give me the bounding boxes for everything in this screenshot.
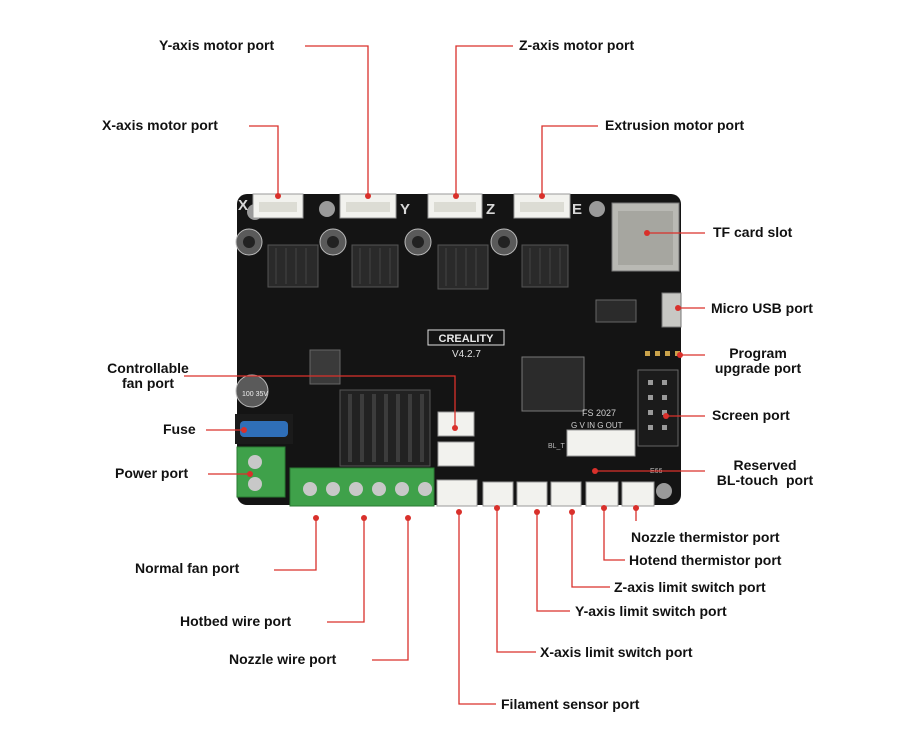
capacitor-mark: 100 35V <box>242 391 268 398</box>
label-z-axis-motor-port: Z-axis motor port <box>519 37 635 53</box>
label-nozzle-wire-port: Nozzle wire port <box>229 651 337 667</box>
brand-mark: CREALITY <box>439 333 495 345</box>
label-extrusion-motor-port: Extrusion motor port <box>605 117 745 133</box>
leader-normal-fan <box>274 518 317 571</box>
leader-controllable-fan <box>184 375 456 428</box>
label-tf-card-slot: TF card slot <box>713 224 793 240</box>
leader-extrusion <box>541 125 598 196</box>
label-filament-sensor-port: Filament sensor port <box>501 696 640 712</box>
label-fuse: Fuse <box>163 421 196 437</box>
leader-z-motor <box>455 45 513 196</box>
label-nozzle-thermistor-port: Nozzle thermistor port <box>631 529 780 545</box>
axis-mark-y: Y <box>400 201 410 218</box>
power-terminal <box>236 446 286 498</box>
leader-x-motor <box>249 125 279 196</box>
mainboard: X Y Z E CREALITY V4.2.7 FS 2027 G V IN G… <box>235 193 682 507</box>
leader-z-limit <box>571 512 610 588</box>
label-hotend-thermistor-port: Hotend thermistor port <box>629 552 782 568</box>
bl-side-mark: BL_T <box>548 443 565 450</box>
bl-touch-pin-marks: G V IN G OUT <box>571 421 623 430</box>
label-controllable-line2: fan port <box>121 375 175 391</box>
axis-mark-e: E <box>572 201 582 218</box>
leader-y-limit <box>536 512 570 612</box>
label-reserved-line2: BL-touch port <box>716 472 814 488</box>
label-x-axis-motor-port: X-axis motor port <box>102 117 218 133</box>
tf-card-slot <box>611 202 680 272</box>
label-normal-fan-port: Normal fan port <box>135 560 240 576</box>
axis-mark-x: X <box>238 197 248 214</box>
leader-y-motor <box>305 45 369 196</box>
leader-lines <box>184 45 705 705</box>
label-micro-usb-port: Micro USB port <box>711 300 813 316</box>
leader-hotbed <box>327 518 365 623</box>
label-controllable-fan-port: Controllable fan port <box>94 361 202 391</box>
leader-dots <box>241 193 683 521</box>
leader-x-limit <box>496 508 536 653</box>
axis-mark-z: Z <box>486 201 495 218</box>
leader-hotend-therm <box>603 508 625 561</box>
label-y-axis-motor-port: Y-axis motor port <box>159 37 275 53</box>
label-reserved-bl-touch-port: Reserved BL-touch port <box>700 458 830 488</box>
chip-mark: FS 2027 <box>582 408 616 418</box>
leader-filament <box>458 512 496 705</box>
version-mark: V4.2.7 <box>452 349 481 360</box>
label-z-axis-limit-switch-port: Z-axis limit switch port <box>614 579 766 595</box>
label-power-port: Power port <box>115 465 189 481</box>
label-screen-port: Screen port <box>712 407 790 423</box>
label-y-axis-limit-switch-port: Y-axis limit switch port <box>575 603 727 619</box>
label-program-upgrade-port: Program upgrade port <box>706 346 810 376</box>
heater-terminal-block <box>289 467 435 507</box>
label-program-line2: upgrade port <box>714 360 802 376</box>
leader-nozzle-wire <box>372 518 409 661</box>
label-controllable-line1: Controllable <box>107 360 189 376</box>
label-program-line1: Program <box>729 345 787 361</box>
label-hotbed-wire-port: Hotbed wire port <box>180 613 292 629</box>
label-reserved-line1: Reserved <box>733 457 797 473</box>
label-x-axis-limit-switch-port: X-axis limit switch port <box>540 644 693 660</box>
